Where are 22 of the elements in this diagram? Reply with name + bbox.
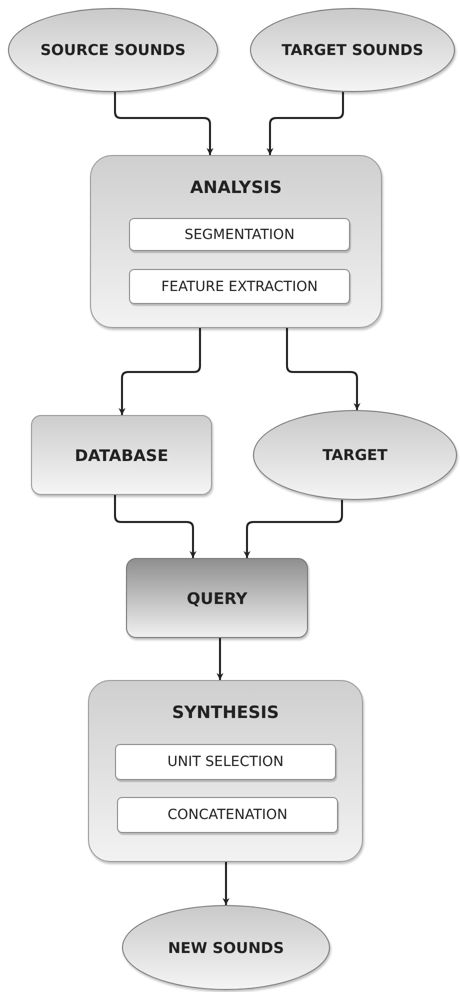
arrow — [118, 328, 201, 415]
process-box: QUERY — [126, 558, 308, 638]
process-box: DATABASE — [31, 415, 212, 495]
step-box: UNIT SELECTION — [115, 744, 336, 780]
arrow — [266, 92, 344, 155]
step-box: CONCATENATION — [117, 797, 338, 833]
ellipse-node: TARGET — [253, 410, 457, 500]
ellipse-node: TARGET SOUNDS — [250, 8, 455, 92]
arrow — [114, 495, 196, 558]
step-box: FEATURE EXTRACTION — [129, 269, 350, 304]
arrow — [244, 500, 343, 558]
arrow — [114, 92, 214, 155]
process-group-box — [90, 155, 382, 328]
process-group-box — [88, 680, 363, 862]
heading: SYNTHESIS — [170, 703, 280, 723]
ellipse-node: SOURCE SOUNDS — [8, 8, 218, 92]
heading: ANALYSIS — [189, 178, 283, 198]
arrow — [216, 638, 224, 680]
arrow — [222, 862, 230, 905]
step-box: SEGMENTATION — [129, 218, 350, 251]
ellipse-node: NEW SOUNDS — [122, 905, 330, 990]
arrow — [286, 328, 360, 410]
